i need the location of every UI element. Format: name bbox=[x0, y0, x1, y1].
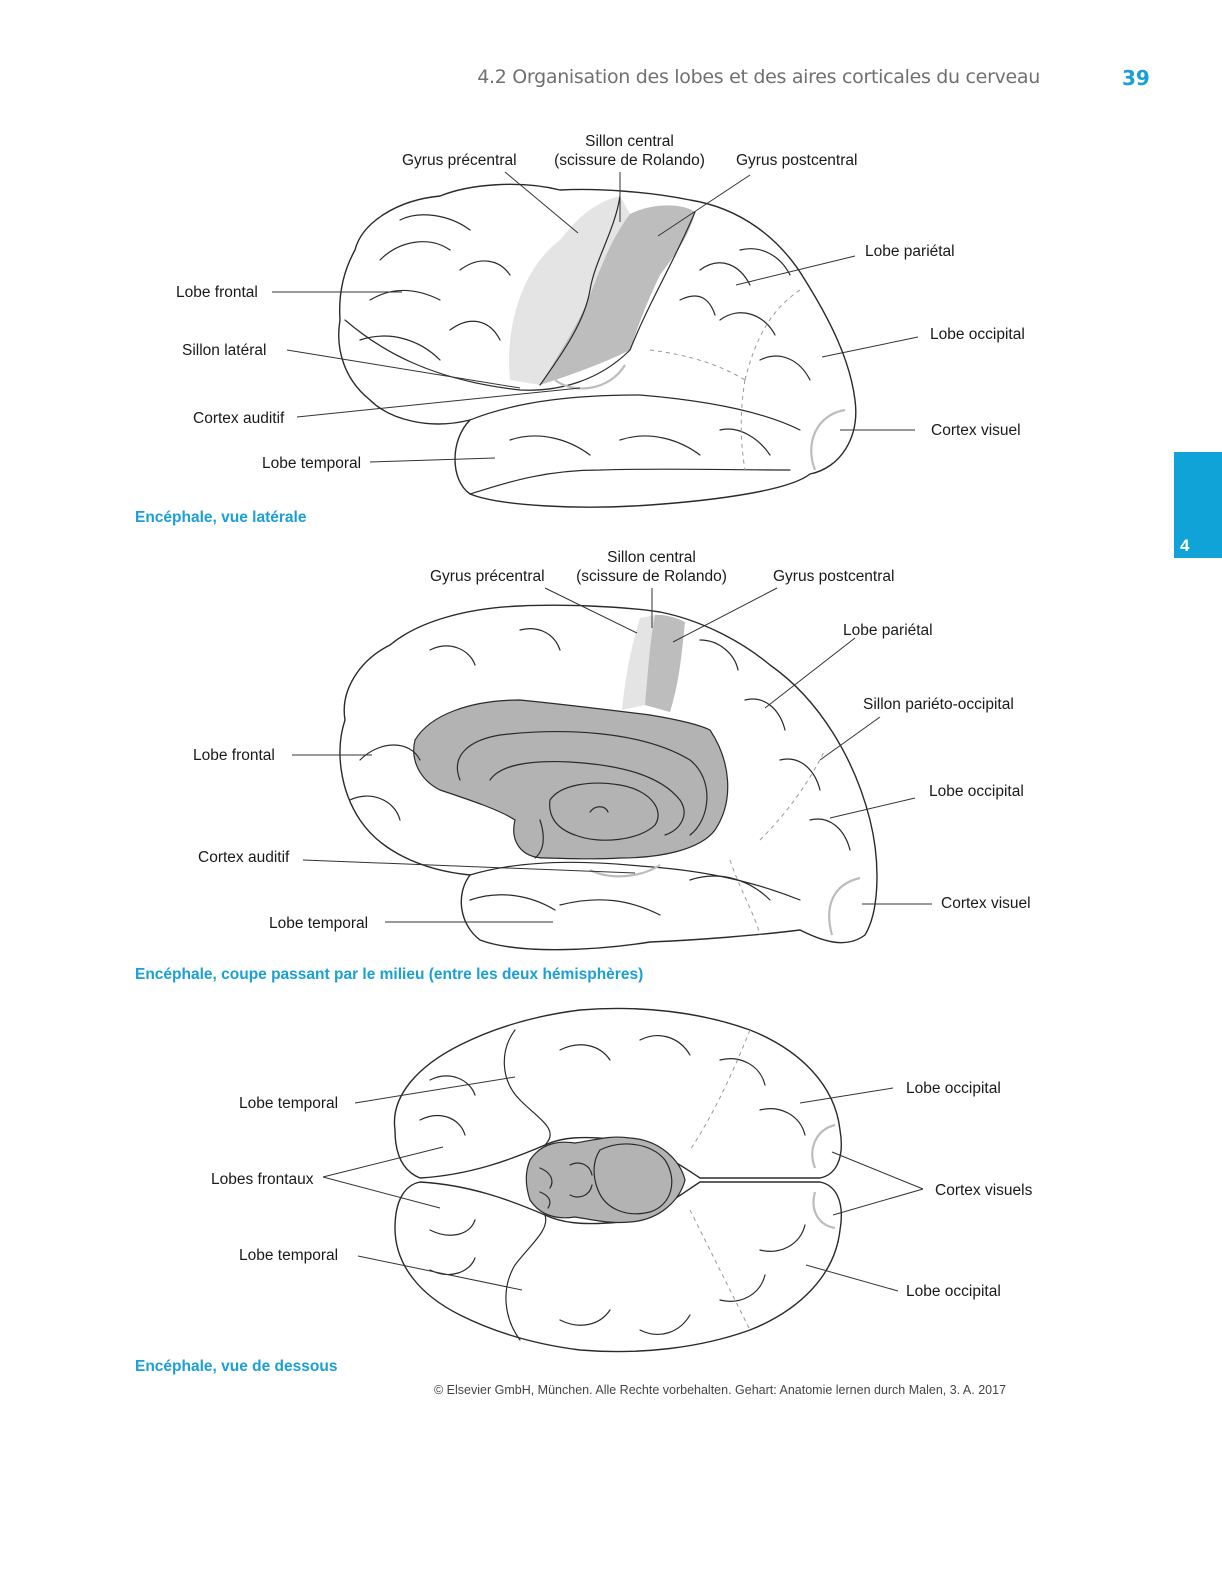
label-lobe-occipital-top: Lobe occipital bbox=[906, 1080, 1001, 1097]
label-lobe-parietal: Lobe pariétal bbox=[843, 622, 933, 639]
figure-caption-inferior: Encéphale, vue de dessous bbox=[135, 1358, 338, 1375]
label-cortex-visuel: Cortex visuel bbox=[941, 895, 1031, 912]
label-gyrus-precentral: Gyrus précentral bbox=[430, 568, 545, 585]
label-lobes-frontaux: Lobes frontaux bbox=[211, 1171, 314, 1188]
label-lobe-frontal: Lobe frontal bbox=[176, 284, 258, 301]
label-lobe-occipital: Lobe occipital bbox=[930, 326, 1025, 343]
label-sillon-central: Sillon central (scissure de Rolando) bbox=[576, 549, 727, 585]
label-gyrus-postcentral: Gyrus postcentral bbox=[736, 152, 858, 169]
chapter-tab[interactable]: 4 bbox=[1174, 452, 1222, 558]
figure-caption-medial: Encéphale, coupe passant par le milieu (… bbox=[135, 966, 644, 983]
section-title: 4.2 Organisation des lobes et des aires … bbox=[477, 66, 1040, 88]
figure-caption-lateral: Encéphale, vue latérale bbox=[135, 509, 307, 526]
label-cortex-auditif: Cortex auditif bbox=[193, 410, 285, 427]
label-gyrus-precentral: Gyrus précentral bbox=[402, 152, 517, 169]
label-sillon-lateral: Sillon latéral bbox=[182, 342, 267, 359]
label-sillon-central: Sillon central (scissure de Rolando) bbox=[554, 133, 705, 169]
lateral-brain-illustration bbox=[272, 171, 919, 508]
label-lobe-temporal: Lobe temporal bbox=[262, 455, 362, 472]
label-lobe-occipital-bottom: Lobe occipital bbox=[906, 1283, 1001, 1300]
page-number: 39 bbox=[1122, 66, 1150, 90]
label-lobe-temporal-top: Lobe temporal bbox=[239, 1095, 339, 1112]
label-cortex-visuel: Cortex visuel bbox=[931, 422, 1021, 439]
label-lobe-frontal: Lobe frontal bbox=[193, 747, 275, 764]
label-lobe-occipital: Lobe occipital bbox=[929, 783, 1024, 800]
label-sillon-parieto-occipital: Sillon pariéto-occipital bbox=[863, 696, 1014, 713]
label-lobe-temporal-bottom: Lobe temporal bbox=[239, 1247, 339, 1264]
label-cortex-auditif: Cortex auditif bbox=[198, 849, 290, 866]
inferior-brain-illustration bbox=[322, 1007, 924, 1353]
copyright-notice: © Elsevier GmbH, München. Alle Rechte vo… bbox=[434, 1383, 1007, 1397]
label-cortex-visuels: Cortex visuels bbox=[935, 1182, 1033, 1199]
label-gyrus-postcentral: Gyrus postcentral bbox=[773, 568, 895, 585]
label-lobe-parietal: Lobe pariétal bbox=[865, 243, 955, 260]
medial-brain-illustration bbox=[292, 587, 932, 951]
label-lobe-temporal: Lobe temporal bbox=[269, 915, 369, 932]
chapter-number: 4 bbox=[1180, 536, 1190, 555]
